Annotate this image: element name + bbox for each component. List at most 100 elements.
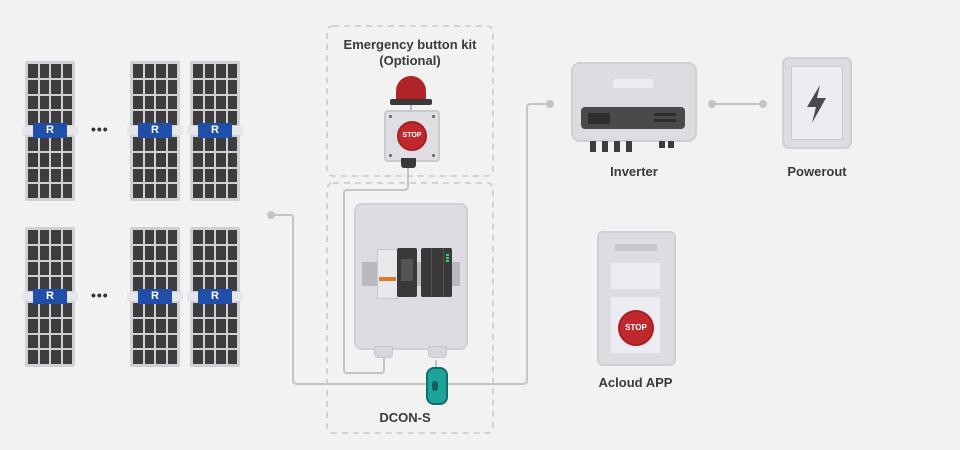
solar-cell [193, 137, 203, 151]
solar-cell [133, 95, 143, 110]
solar-cell [133, 334, 143, 349]
solar-cell [193, 303, 203, 317]
solar-cell [51, 277, 61, 291]
solar-cell [62, 79, 72, 94]
solar-panel-half [190, 134, 240, 201]
solar-cell [62, 261, 72, 276]
controller-module [421, 248, 452, 297]
solar-cell [227, 95, 237, 110]
more-modules-ellipsis: ••• [91, 287, 109, 303]
relay-module [397, 248, 417, 297]
solar-cell [144, 184, 154, 198]
enclosure-gland-left [374, 346, 393, 358]
solar-cell [133, 318, 143, 333]
solar-panel-half [130, 134, 180, 201]
solar-cell [144, 95, 154, 110]
array-wire-node [267, 211, 275, 219]
solar-cell [133, 111, 143, 125]
array-wire [271, 214, 430, 385]
solar-cell [62, 64, 72, 78]
lightning-icon [807, 85, 826, 123]
solar-cell [28, 95, 38, 110]
solar-cell [39, 350, 49, 364]
solar-cell [62, 95, 72, 110]
solar-cell [156, 168, 166, 183]
solar-cell [204, 230, 214, 244]
solar-cell [39, 168, 49, 183]
solar-cell [216, 303, 226, 317]
solar-cell [156, 79, 166, 94]
solar-cell [62, 334, 72, 349]
solar-cell [167, 137, 177, 151]
solar-cell [227, 261, 237, 276]
solar-cell [133, 79, 143, 94]
solar-cell [216, 79, 226, 94]
solar-cell [167, 168, 177, 183]
rapid-shutdown-tag: R [138, 289, 172, 304]
solar-cell [51, 184, 61, 198]
solar-cell [62, 184, 72, 198]
solar-cell [193, 245, 203, 260]
solar-cell [39, 152, 49, 167]
solar-panel-half [190, 61, 240, 128]
solar-cell [216, 111, 226, 125]
solar-cell [204, 64, 214, 78]
powerout-wire-node-right [759, 100, 767, 108]
solar-cell [193, 277, 203, 291]
inverter-label: Inverter [610, 164, 658, 179]
solar-cell [133, 168, 143, 183]
solar-cell [28, 137, 38, 151]
solar-cell [227, 111, 237, 125]
solar-cell [144, 79, 154, 94]
solar-cell [144, 245, 154, 260]
solar-cell [144, 334, 154, 349]
solar-cell [62, 245, 72, 260]
solar-cell [133, 230, 143, 244]
solar-cell [204, 168, 214, 183]
solar-cell [144, 350, 154, 364]
cable-gland-icon [401, 158, 416, 168]
solar-cell [62, 168, 72, 183]
solar-cell [227, 79, 237, 94]
solar-cell [227, 245, 237, 260]
solar-cell [28, 303, 38, 317]
powerout-label: Powerout [787, 164, 847, 179]
app-stop-button[interactable]: STOP [618, 310, 654, 346]
solar-cell [193, 261, 203, 276]
solar-cell [167, 318, 177, 333]
solar-cell [227, 152, 237, 167]
solar-cell [51, 303, 61, 317]
solar-cell [39, 230, 49, 244]
solar-cell [216, 230, 226, 244]
solar-cell [28, 168, 38, 183]
solar-cell [144, 230, 154, 244]
solar-cell [193, 184, 203, 198]
solar-cell [39, 277, 49, 291]
solar-cell [62, 350, 72, 364]
solar-cell [167, 111, 177, 125]
solar-cell [28, 261, 38, 276]
solar-cell [193, 318, 203, 333]
solar-cell [193, 152, 203, 167]
solar-cell [204, 277, 214, 291]
solar-cell [227, 303, 237, 317]
inverter-wire [445, 103, 550, 385]
emergency-stop-button[interactable]: STOP [397, 121, 427, 151]
inverter-icon [571, 62, 697, 142]
solar-cell [144, 318, 154, 333]
solar-cell [227, 184, 237, 198]
solar-cell [156, 318, 166, 333]
solar-cell [51, 168, 61, 183]
solar-cell [51, 261, 61, 276]
emergency-kit-title-line1: Emergency button kit [343, 37, 477, 52]
solar-cell [51, 350, 61, 364]
solar-cell [62, 152, 72, 167]
solar-cell [51, 111, 61, 125]
solar-cell [216, 350, 226, 364]
solar-cell [28, 230, 38, 244]
solar-cell [156, 277, 166, 291]
solar-cell [216, 245, 226, 260]
solar-cell [51, 95, 61, 110]
solar-cell [133, 245, 143, 260]
solar-cell [133, 303, 143, 317]
